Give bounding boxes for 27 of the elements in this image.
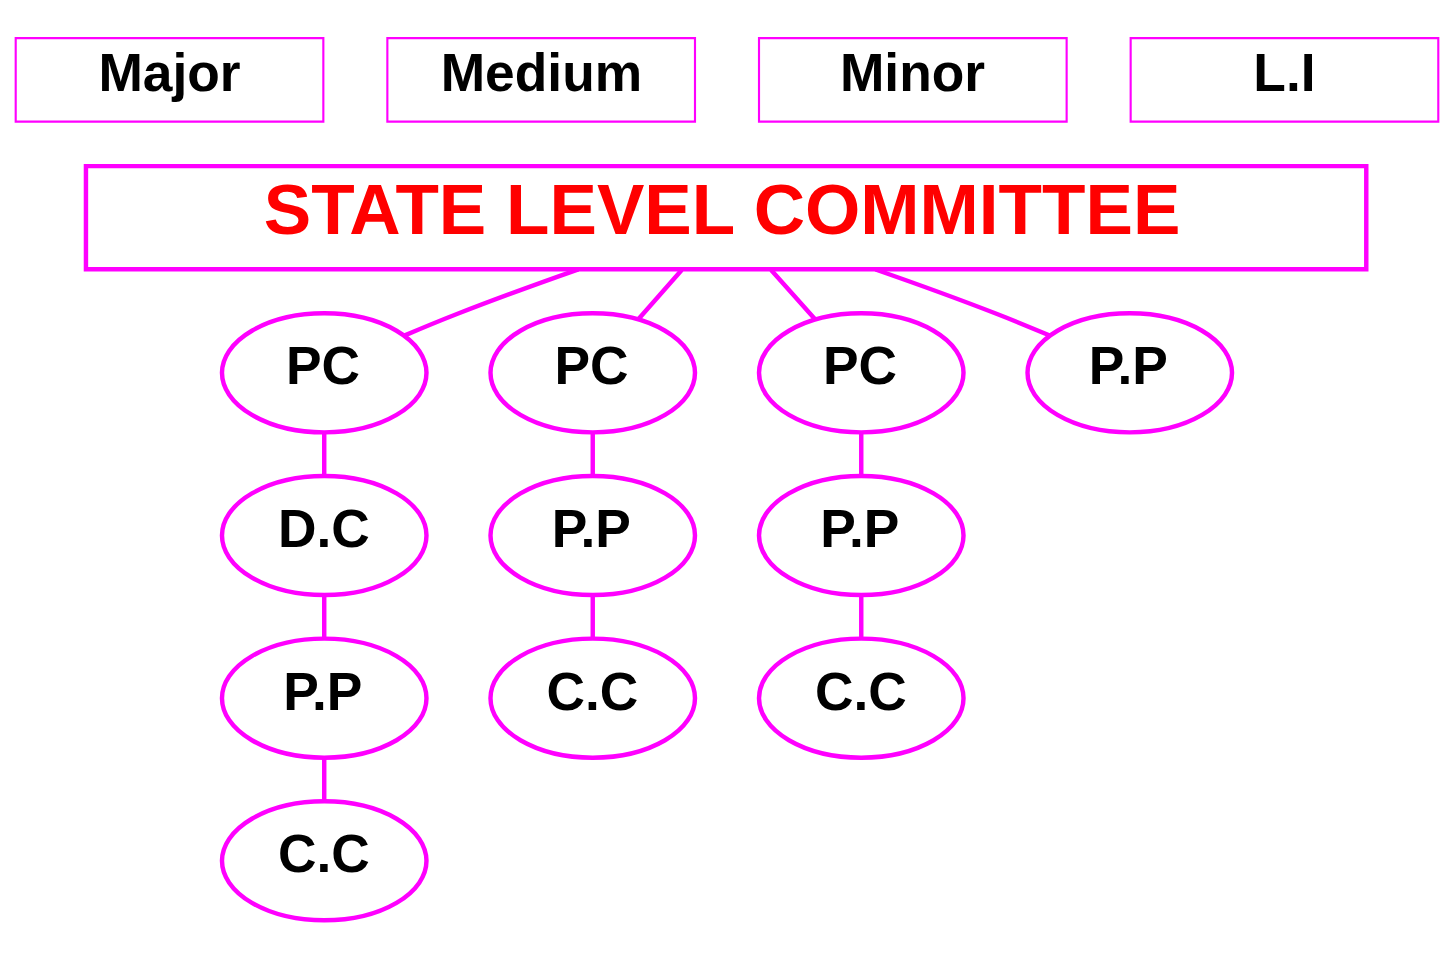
connector xyxy=(769,268,818,322)
node-ellipse: P.P xyxy=(488,473,698,598)
connector xyxy=(322,757,327,802)
connector xyxy=(636,268,684,322)
connector xyxy=(590,594,595,639)
connector xyxy=(322,594,327,639)
node-ellipse: P.P xyxy=(756,473,966,598)
connector xyxy=(859,432,864,477)
node-ellipse: PC xyxy=(488,311,698,435)
node-ellipse: P.P xyxy=(1025,311,1235,435)
node-box: Medium xyxy=(386,37,697,123)
node-ellipse: P.P xyxy=(219,636,429,760)
node-box: L.I xyxy=(1129,37,1440,123)
node-ellipse: C.C xyxy=(756,636,966,760)
node-box: Minor xyxy=(757,37,1068,123)
node-box: Major xyxy=(14,37,325,123)
node-ellipse: PC xyxy=(219,311,429,435)
node-ellipse: C.C xyxy=(219,799,429,923)
node-ellipse: PC xyxy=(756,311,966,435)
connector xyxy=(874,267,1051,338)
connector xyxy=(590,432,595,477)
connector xyxy=(859,594,864,639)
connector xyxy=(322,432,327,477)
node-box: STATE LEVEL COMMITTEE xyxy=(83,163,1369,272)
node-ellipse: D.C xyxy=(219,473,429,598)
connector xyxy=(403,267,580,338)
node-ellipse: C.C xyxy=(488,636,698,760)
